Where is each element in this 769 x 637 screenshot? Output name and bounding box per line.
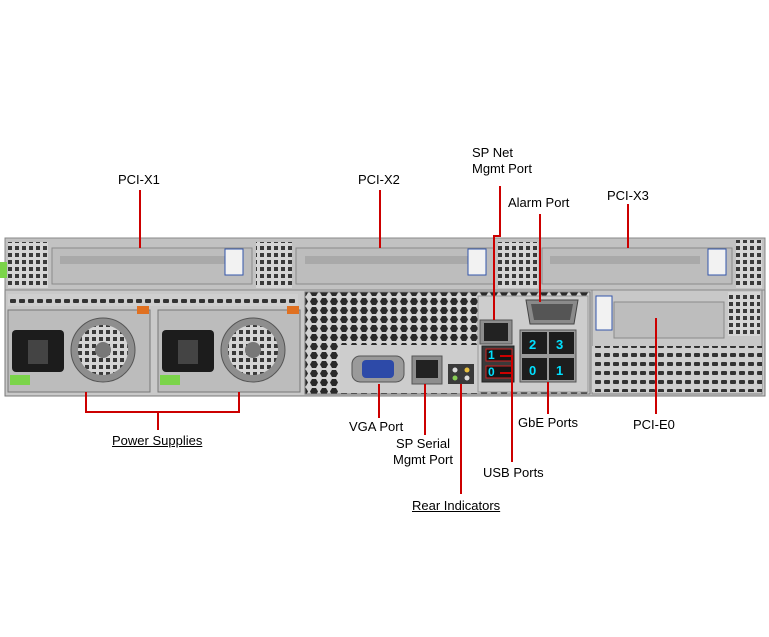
vga-port <box>351 355 405 383</box>
sp-serial-label-line1: SP Serial <box>396 436 450 451</box>
pci-x1-label: PCI-X1 <box>118 172 160 187</box>
usb-port-1-label: 1 <box>488 348 495 362</box>
power-supply-1 <box>7 306 151 393</box>
pci-x1-slot <box>51 247 253 285</box>
pci-e0-label: PCI-E0 <box>633 417 675 432</box>
sp-serial-label-line2: Mgmt Port <box>393 452 453 467</box>
pci-x2-slot <box>295 247 495 285</box>
pci-x3-label: PCI-X3 <box>607 188 649 203</box>
pci-x3-slot <box>541 247 733 285</box>
sp-net-port <box>479 319 513 345</box>
alarm-port-label: Alarm Port <box>508 195 570 210</box>
power-callout <box>85 392 240 413</box>
sp-serial-port <box>411 355 443 385</box>
sp-net-label-line2: Mgmt Port <box>472 161 532 176</box>
usb-ports-label: USB Ports <box>483 465 544 480</box>
callout-lines <box>85 186 657 494</box>
sp-net-callout <box>493 186 501 320</box>
pci-e0-slot <box>591 289 763 395</box>
power-supply-2 <box>157 306 301 393</box>
usb-callout <box>500 355 513 462</box>
usb-ports <box>481 345 515 383</box>
alarm-port <box>525 299 579 325</box>
vga-port-label: VGA Port <box>349 419 404 434</box>
gbe-ports <box>519 329 577 383</box>
sp-net-label-line1: SP Net <box>472 145 513 160</box>
rear-indicators <box>448 364 474 384</box>
power-supplies-label: Power Supplies <box>112 433 203 448</box>
rear-indicators-label: Rear Indicators <box>412 498 501 513</box>
pci-x2-label: PCI-X2 <box>358 172 400 187</box>
gbe-port-3-label: 3 <box>556 337 563 352</box>
gbe-port-2-label: 2 <box>529 337 536 352</box>
usb-port-0-label: 0 <box>488 365 495 379</box>
gbe-port-0-label: 0 <box>529 363 536 378</box>
chassis <box>0 237 766 397</box>
gbe-port-1-label: 1 <box>556 363 563 378</box>
gbe-ports-label: GbE Ports <box>518 415 578 430</box>
